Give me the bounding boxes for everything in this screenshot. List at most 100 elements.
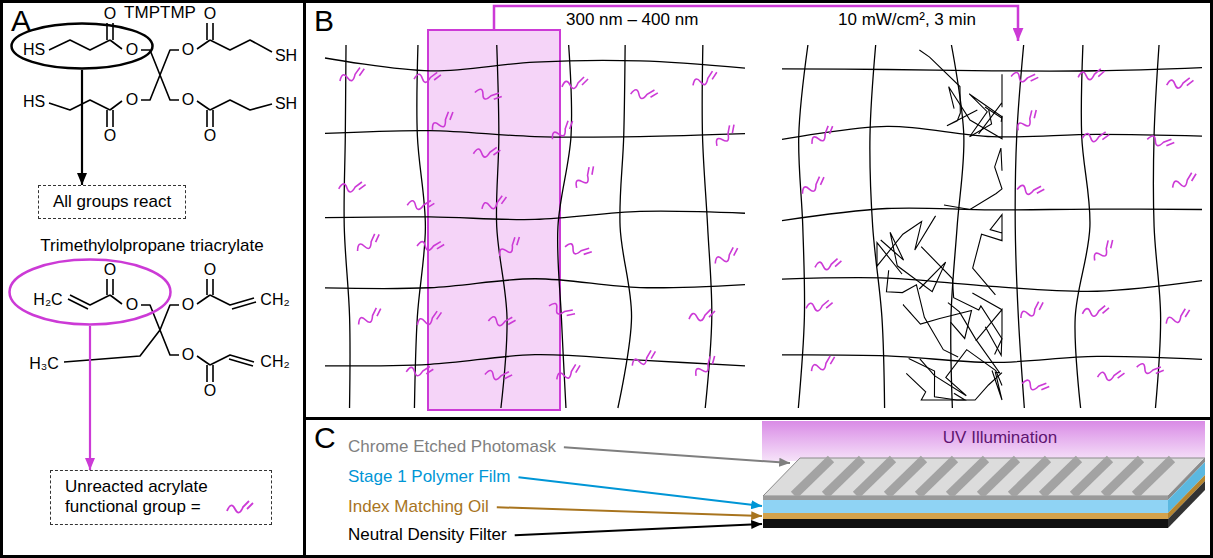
unreacted-acrylate-symbol	[1166, 75, 1193, 90]
leader-lines	[497, 447, 790, 535]
atom-label: H₂C	[33, 290, 62, 309]
unreacted-acrylate-symbol	[1022, 374, 1050, 395]
network-strand	[782, 208, 1202, 221]
atom-label: HS	[23, 40, 45, 59]
ellipse-shape	[10, 260, 171, 325]
crosslink-strand	[973, 215, 1002, 295]
unreacted-acrylate-symbol	[417, 236, 445, 254]
illumination-label: UV Illumination	[943, 428, 1057, 448]
note-text: All groups react	[53, 192, 171, 212]
atom-label: SH	[275, 94, 297, 113]
crosslink-strand	[920, 350, 1002, 396]
atom-label: O	[204, 381, 216, 400]
crosslink-strand	[921, 247, 1002, 355]
unreacted-acrylate-symbol	[630, 84, 658, 102]
unreacted-acrylate-symbol	[1170, 172, 1198, 189]
crosslink-strand	[877, 216, 936, 274]
leader-line	[519, 477, 763, 506]
crosslink-strand	[944, 148, 1002, 209]
unreacted-acrylate-symbol	[1136, 358, 1164, 379]
panel-letter: B	[314, 3, 334, 39]
unreacted-acrylate-symbol	[548, 298, 576, 322]
atom-label: O	[182, 295, 194, 314]
photomask-stripes	[794, 459, 1172, 495]
note-text: Unreacted acrylate functional group =	[65, 477, 217, 518]
network-strand	[496, 45, 507, 408]
atom-label: O	[104, 126, 116, 145]
unreacted-acrylate-symbol	[815, 257, 842, 270]
network-strand	[325, 355, 745, 366]
crosslink-strand	[909, 359, 1002, 400]
atom-label: O	[126, 295, 138, 314]
layer-label: Chrome Etched Photomask	[348, 437, 556, 457]
unreacted-acrylate-symbol	[406, 362, 434, 378]
network-strand	[1015, 45, 1024, 408]
unreacted-acrylate-symbol	[474, 83, 502, 105]
network-strand	[618, 45, 632, 408]
unreacted-acrylate-symbol	[564, 238, 592, 260]
molecule-name: TMPTMP	[124, 3, 196, 23]
unreacted-acrylate-symbol	[562, 77, 588, 89]
polymer-network	[325, 45, 745, 408]
panel: AHSOAll groups reactH₂COOUnreacted acryl…	[0, 0, 306, 558]
wavelength-label: 300 nm – 400 nm	[566, 10, 698, 30]
network-strand	[1075, 45, 1090, 408]
unreacted-acrylate-symbol	[1164, 308, 1192, 325]
unreacted-acrylate-symbol	[414, 69, 441, 84]
crosslink-strand	[949, 87, 1002, 139]
dose-label: 10 mW/cm², 3 min	[838, 10, 976, 30]
unreacted-acrylate-symbol	[691, 354, 719, 377]
unreacted-acrylate-symbol	[1011, 67, 1039, 86]
unreacted-acrylate-symbol	[407, 195, 435, 212]
functional-group-ellipse: HS O	[10, 22, 154, 70]
unreacted-acrylate-symbol	[689, 309, 715, 321]
atom-label: O	[204, 126, 216, 145]
leader-line	[564, 447, 790, 463]
unreacted-acrylate-symbol	[1082, 128, 1110, 144]
neutral-density-filter-side	[1168, 481, 1205, 528]
layer-label: Index Matching Oil	[348, 497, 489, 517]
unreacted-acrylate-symbol	[808, 124, 836, 145]
unreacted-acrylate-symbol	[571, 165, 599, 189]
polymer-network	[782, 45, 1202, 408]
network-strand	[798, 45, 808, 408]
ellipse-outline	[8, 258, 172, 326]
chrome-stripe	[1135, 459, 1172, 495]
unreacted-acrylate-symbol	[1018, 300, 1046, 319]
exposure-arrow	[494, 6, 1018, 41]
unreacted-acrylate-symbol	[806, 298, 833, 312]
uv-exposure-region	[428, 30, 560, 410]
unreacted-acrylate-symbol	[1078, 67, 1105, 80]
atom-label: O	[104, 260, 116, 279]
unreacted-acrylate-symbol	[1097, 367, 1124, 382]
unreacted-acrylate-symbol	[1013, 108, 1041, 131]
unreacted-acrylate-symbol	[488, 311, 516, 329]
atom-label: O	[104, 4, 116, 23]
atom-label: O	[182, 345, 194, 364]
atom-label: CH₂	[260, 290, 289, 309]
unreacted-acrylate-symbol	[473, 144, 501, 160]
photomask-top	[763, 458, 1205, 496]
network-strand	[414, 45, 425, 408]
layer-label: Neutral Density Filter	[348, 525, 507, 545]
connectors	[82, 70, 90, 470]
connector-arrow	[89, 326, 91, 470]
connector-arrow	[81, 70, 83, 185]
unreacted-acrylate-symbol	[799, 175, 827, 195]
triacrylate-bonds	[64, 279, 256, 382]
atom-label: O	[126, 40, 138, 59]
crosslink-strand	[886, 270, 958, 357]
unreacted-acrylate-symbol	[428, 110, 456, 131]
index-oil-side	[1168, 475, 1205, 519]
atom-label: H₃C	[29, 354, 59, 373]
leader-line	[497, 507, 762, 516]
leader-line	[515, 524, 762, 535]
unreacted-acrylate-symbol	[1082, 304, 1109, 318]
atom-label: CH₂	[260, 352, 289, 371]
unreacted-acrylate-symbol	[339, 179, 366, 194]
note-box: All groups react	[38, 185, 186, 219]
network-strand	[702, 45, 712, 408]
